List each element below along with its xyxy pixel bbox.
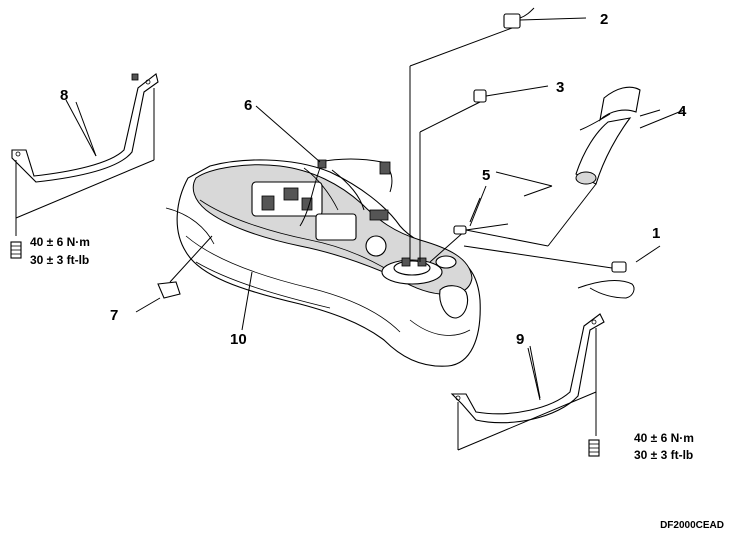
torque-left-metric: 40 ± 6 N·m — [30, 235, 90, 249]
callout-9: 9 — [516, 331, 524, 348]
bolt-left — [10, 241, 22, 259]
callout-6: 6 — [244, 97, 252, 114]
bolt-right — [588, 439, 600, 457]
right-band-guides — [457, 328, 597, 451]
callout-1: 1 — [652, 225, 660, 242]
leader-lines — [75, 17, 685, 399]
hose-5 — [453, 171, 553, 235]
torque-left-imperial: 30 ± 3 ft-lb — [30, 253, 89, 267]
filler-neck-hose — [429, 86, 661, 263]
left-band-guides — [15, 88, 155, 236]
vent-hose-1 — [463, 245, 661, 299]
vapor-hose-harness — [299, 158, 393, 227]
callout-labels: 1 2 3 4 5 6 7 8 9 10 — [60, 11, 687, 348]
tank-band-right — [450, 313, 605, 424]
callout-7: 7 — [110, 307, 118, 324]
clamp-7 — [135, 235, 213, 313]
torque-right-metric: 40 ± 6 N·m — [634, 431, 694, 445]
figure-code: DF2000CEAD — [660, 520, 724, 531]
callout-4: 4 — [678, 103, 687, 120]
fuel-tank — [165, 159, 481, 367]
callout-8: 8 — [60, 87, 68, 104]
torque-right-imperial: 30 ± 3 ft-lb — [634, 448, 693, 462]
callout-10: 10 — [230, 331, 247, 348]
clip-3 — [419, 85, 549, 262]
callout-3: 3 — [556, 79, 564, 96]
callout-2: 2 — [600, 11, 608, 28]
connector-2 — [409, 7, 535, 260]
torque-spec-left: 40 ± 6 N·m 30 ± 3 ft-lb — [30, 235, 90, 267]
callout-5: 5 — [482, 167, 490, 184]
tank-band-left — [11, 73, 159, 183]
torque-spec-right: 40 ± 6 N·m 30 ± 3 ft-lb — [634, 431, 694, 462]
